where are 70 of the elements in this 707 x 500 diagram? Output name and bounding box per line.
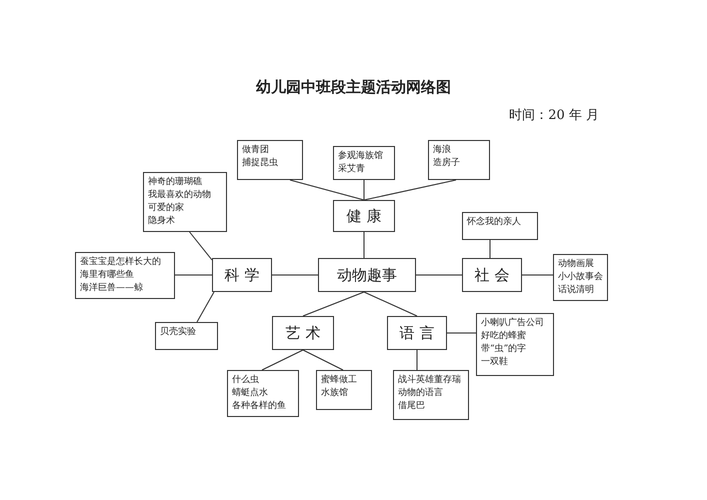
connector-line [272, 274, 318, 276]
topic-text: 动物趣事 [337, 266, 397, 284]
activity-text: 我最喜欢的动物 [148, 189, 212, 202]
activity-text: 神奇的珊瑚礁 [148, 176, 203, 189]
activity-text: 水族馆 [321, 387, 349, 400]
connector-line [196, 292, 214, 322]
activity-text: 做青团 [242, 144, 270, 157]
activity-text: 各种各样的鱼 [232, 400, 287, 413]
connector-line [174, 274, 212, 276]
activity-box [143, 172, 227, 232]
topic-text: 社 会 [474, 266, 510, 284]
activity-text: 动物的语言 [398, 387, 444, 400]
activity-text: 什么虫 [232, 374, 260, 387]
activity-text: 海浪 [433, 144, 452, 157]
activity-text: 小喇叭广告公司 [481, 317, 545, 330]
connector-line [446, 332, 476, 334]
connector-line [302, 350, 344, 370]
activity-text: 参观海族馆 [338, 150, 384, 163]
activity-text: 战斗英雄董存瑞 [398, 374, 462, 387]
connector-line [188, 230, 212, 260]
activity-text: 好吃的蜂蜜 [481, 330, 527, 343]
activity-box [428, 140, 490, 180]
connector-line [262, 350, 304, 370]
activity-text: 话说清明 [558, 284, 595, 297]
activity-box [75, 252, 175, 299]
connector-line [416, 274, 462, 276]
activity-text: 蚕宝宝是怎样长大的 [80, 256, 162, 269]
activity-text: 带“虫”的字 [481, 343, 528, 356]
topic-box [333, 200, 395, 232]
activity-text: 造房子 [433, 157, 461, 170]
connector-line [364, 180, 456, 200]
activity-text: 贝壳实验 [160, 326, 197, 339]
activity-text: 一双鞋 [481, 356, 509, 369]
topic-text: 健 康 [346, 206, 382, 226]
activity-text: 采艾青 [338, 163, 366, 176]
activity-text: 蜻蜓点水 [232, 387, 269, 400]
activity-box [237, 140, 303, 180]
activity-box [227, 370, 299, 417]
title: 幼儿园中班段主题活动网络图 [255, 78, 452, 97]
activity-text: 捕捉昆虫 [242, 157, 279, 170]
activity-text: 蜜蜂做工 [321, 374, 358, 387]
activity-text: 怀念我的亲人 [467, 216, 522, 229]
connector-line [522, 274, 554, 276]
connector-line [302, 292, 364, 316]
activity-box [155, 322, 218, 350]
activity-box [316, 370, 372, 410]
date-label: 时间：20 年 月 [509, 107, 599, 124]
connector-line [290, 180, 364, 200]
activity-box [393, 370, 469, 420]
activity-box [476, 313, 554, 376]
activity-text: 隐身术 [148, 215, 176, 228]
activity-box [553, 254, 608, 301]
topic-box [212, 258, 272, 292]
activity-box [333, 146, 395, 180]
connector-line [364, 292, 418, 316]
activity-text: 海里有哪些鱼 [80, 269, 135, 282]
topic-text: 艺 术 [286, 324, 320, 342]
activity-text: 海洋巨兽——鲸 [80, 282, 144, 295]
activity-box [462, 212, 538, 240]
topic-box [318, 258, 416, 292]
activity-text: 动物画展 [558, 258, 595, 271]
topic-box [387, 316, 447, 350]
activity-text: 借尾巴 [398, 400, 426, 413]
activity-text: 可爱的家 [148, 202, 185, 215]
activity-text: 小小故事会 [558, 271, 603, 284]
topic-box [462, 258, 522, 292]
topic-text: 语 言 [400, 324, 434, 342]
topic-text: 科 学 [224, 266, 260, 284]
topic-box [272, 316, 334, 350]
connector-line [416, 350, 418, 370]
